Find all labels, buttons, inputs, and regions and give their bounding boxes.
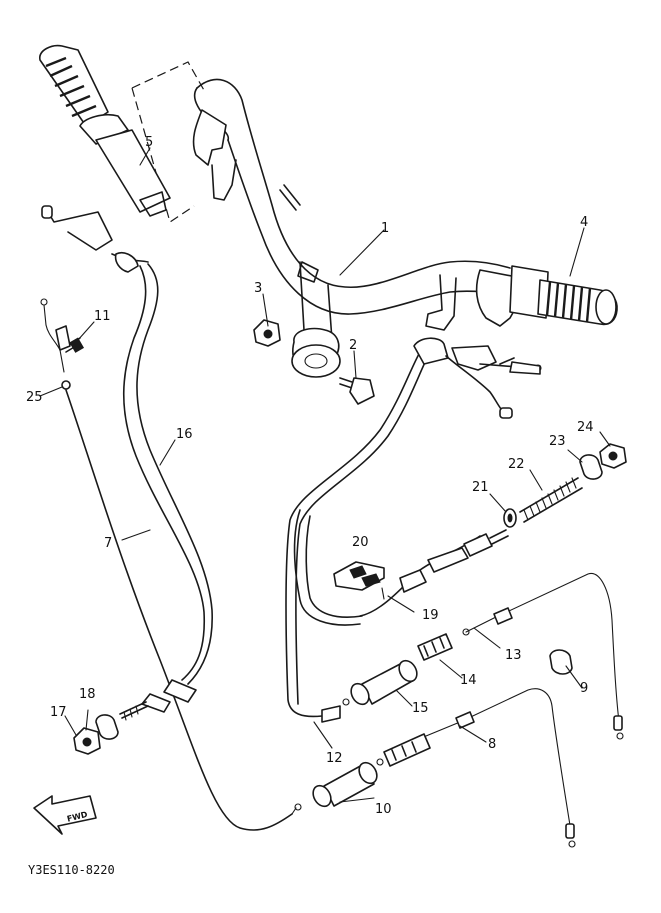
callout-1: 1 <box>381 221 389 236</box>
throttle-cable-part-7[interactable] <box>40 298 302 831</box>
callout-13: 13 <box>505 648 522 663</box>
left-grip-part-5[interactable] <box>39 44 206 223</box>
washer-part-21[interactable] <box>503 508 517 528</box>
nut-part-17[interactable] <box>73 727 101 755</box>
callout-24: 24 <box>577 420 594 435</box>
callout-21: 21 <box>472 480 489 495</box>
cable-part-12[interactable] <box>285 337 542 723</box>
sleeve-part-10[interactable] <box>310 759 381 809</box>
callout-9: 9 <box>580 681 588 696</box>
callout-7: 7 <box>104 536 112 551</box>
callout-16: 16 <box>176 427 193 442</box>
callout-18: 18 <box>79 687 96 702</box>
nut-part-23[interactable] <box>599 443 627 469</box>
callout-23: 23 <box>549 434 566 449</box>
collar-part-18[interactable] <box>95 714 119 740</box>
collar-part-9[interactable] <box>549 649 573 675</box>
callout-8: 8 <box>488 737 496 752</box>
callout-19: 19 <box>422 608 439 623</box>
callout-14: 14 <box>460 673 477 688</box>
callout-12: 12 <box>326 751 343 766</box>
callout-labels: 1 2 3 4 5 7 8 9 10 11 12 13 14 15 16 17 … <box>26 135 594 817</box>
callout-3: 3 <box>254 281 262 296</box>
nut-part-3[interactable] <box>253 319 281 347</box>
bolt-part-2[interactable] <box>339 377 375 405</box>
leader-lines <box>39 147 611 803</box>
cable-part-8[interactable] <box>376 688 576 848</box>
callout-11: 11 <box>94 309 111 324</box>
diagram-code: Y3ES110-8220 <box>28 863 115 877</box>
right-grip-part-4[interactable] <box>509 265 618 326</box>
spring-part-22[interactable] <box>519 477 583 523</box>
cable-part-19[interactable] <box>293 509 509 626</box>
fwd-arrow-icon: FWD <box>33 795 97 835</box>
clamp-part-20[interactable] <box>333 561 385 591</box>
callout-20: 20 <box>352 535 369 550</box>
callout-5: 5 <box>145 135 153 150</box>
sleeve-part-15[interactable] <box>348 657 421 707</box>
handlebar-part-1[interactable] <box>192 78 523 378</box>
callout-2: 2 <box>349 338 357 353</box>
cable-part-13[interactable] <box>462 572 624 740</box>
collar-part-24[interactable] <box>579 454 603 480</box>
adjuster-part-14[interactable] <box>417 633 453 661</box>
callout-4: 4 <box>580 215 588 230</box>
callout-25: 25 <box>26 390 43 405</box>
cable-part-16[interactable] <box>41 205 213 721</box>
callout-15: 15 <box>412 701 429 716</box>
callout-22: 22 <box>508 457 525 472</box>
callout-17: 17 <box>50 705 67 720</box>
callout-10: 10 <box>375 802 392 817</box>
